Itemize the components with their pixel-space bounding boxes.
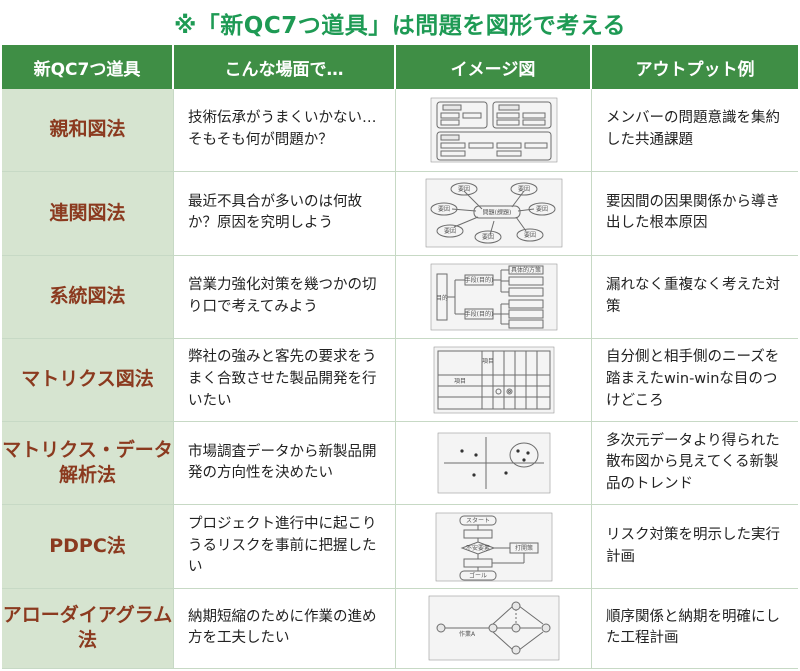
svg-text:要因: 要因 [517,186,529,193]
tool-name: マトリクス図法 [2,338,174,423]
scene-text: 最近不具合が多いのは何故か？原因を究明しよう [174,172,396,256]
table-header-row: 新QC7つ道具 こんな場面で… イメージ図 アウトプット例 [2,45,798,89]
svg-text:要因: 要因 [481,234,493,241]
qc-tools-table: 新QC7つ道具 こんな場面で… イメージ図 アウトプット例 親和図法 技術伝承が… [2,45,798,669]
svg-text:スタート: スタート [465,516,489,524]
svg-text:手段(目的): 手段(目的) [464,310,493,318]
header-image: イメージ図 [396,45,592,89]
output-text: 多次元データより得られた散布図から見えてくる新製品のトレンド [592,422,798,506]
table-row: PDPC法 プロジェクト進行中に起こりうるリスクを事前に把握したい スタート 不… [2,505,798,589]
table-row: 親和図法 技術伝承がうまくいかない…そもそも何が問題か？ [2,89,798,173]
output-text: 自分側と相手側のニーズを踏まえたwin-winな目のつけどころ [592,338,798,423]
renkan-center-label: 問題(課題) [482,209,511,217]
tool-name: 系統図法 [2,255,174,339]
svg-text:手段(目的): 手段(目的) [464,276,493,284]
tool-name: アローダイアグラム法 [2,588,174,669]
svg-text:要因: 要因 [523,232,535,239]
scene-text: 市場調査データから新製品開発の方向性を決めたい [174,422,396,506]
table-row: マトリクス図法 弊社の強みと客先の要求をうまく合致させた製品開発を行いたい 項目 [2,338,798,423]
matrix-diagram-image: 項目 項目 [396,338,592,423]
tree-diagram-image: 目的 手段(目的) 手段(目的) 具体的方策 [396,255,592,339]
scene-text: プロジェクト進行中に起こりうるリスクを事前に把握したい [174,505,396,589]
svg-text:具体的方策: 具体的方策 [510,266,540,274]
page-title: ※「新QC7つ道具」は問題を図形で考える [173,13,627,39]
matrix-item-b: 項目 [453,378,465,385]
tree-root-label: 目的 [435,294,447,302]
svg-text:要因: 要因 [437,206,449,213]
scene-text: 技術伝承がうまくいかない…そもそも何が問題か？ [174,89,396,173]
tool-name: マトリクス・データ解析法 [2,422,174,506]
header-output: アウトプット例 [592,45,798,89]
table-row: 系統図法 営業力強化対策を幾つかの切り口で考えてみよう 目的 手段(目的) 手段… [2,255,798,339]
table-row: マトリクス・データ解析法 市場調査データから新製品開発の方向性を決めたい [2,422,798,506]
tool-name: 連関図法 [2,172,174,256]
svg-text:要因: 要因 [535,206,547,213]
table-row: 連関図法 最近不具合が多いのは何故か？原因を究明しよう [2,172,798,256]
header-scene: こんな場面で… [174,45,396,89]
svg-text:不安要素: 不安要素 [465,544,489,552]
relation-diagram-image: 問題(課題) 要因 要因 要因 要因 要因 要因 要因 [396,172,592,256]
svg-text:打開策: 打開策 [514,544,532,552]
svg-text:要因: 要因 [457,186,469,193]
scene-text: 弊社の強みと客先の要求をうまく合致させた製品開発を行いたい [174,338,396,423]
matrix-item-a: 項目 [481,358,493,365]
output-text: 要因間の因果関係から導き出した根本原因 [592,172,798,256]
output-text: メンバーの問題意識を集約した共通課題 [592,89,798,173]
svg-text:ゴール: ゴール [468,571,486,579]
tool-name: 親和図法 [2,89,174,173]
svg-text:要因: 要因 [443,228,455,235]
affinity-diagram-image [396,89,592,173]
tool-name: PDPC法 [2,505,174,589]
scene-text: 営業力強化対策を幾つかの切り口で考えてみよう [174,255,396,339]
output-text: 順序関係と納期を明確にした工程計画 [592,588,798,669]
output-text: 漏れなく重複なく考えた対策 [592,255,798,339]
matrix-data-analysis-image [396,422,592,506]
output-text: リスク対策を明示した実行計画 [592,505,798,589]
pdpc-diagram-image: スタート 不安要素 打開策 ゴール [396,505,592,589]
scene-text: 納期短縮のために作業の進め方を工夫したい [174,588,396,669]
table-row: アローダイアグラム法 納期短縮のために作業の進め方を工夫したい 作業A [2,588,798,669]
arrow-diagram-image: 作業A [396,588,592,669]
arrow-task-label: 作業A [458,630,475,638]
header-tool: 新QC7つ道具 [2,45,174,89]
